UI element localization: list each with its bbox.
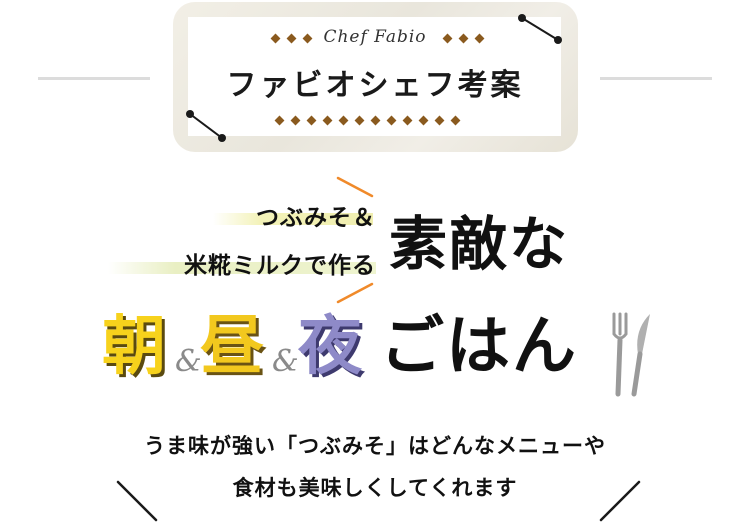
diamond-icon — [370, 115, 381, 125]
bottom-left-stroke — [116, 480, 158, 522]
bottom-right-stroke — [599, 480, 641, 522]
diamond-icon — [386, 115, 397, 125]
diamond-row-top-left — [270, 28, 313, 48]
diamond-icon — [474, 33, 485, 43]
ampersand-1: & — [175, 344, 202, 379]
headline-sub-line2: 米糀ミルクで作る — [184, 253, 376, 279]
diamond-icon — [274, 115, 285, 125]
highlight-marker-line2 — [108, 262, 376, 274]
headline-main: 素敵な — [389, 210, 570, 278]
diamond-icon — [322, 115, 333, 125]
chef-name: Chef Fabio — [323, 27, 427, 47]
diamond-icon — [442, 33, 453, 43]
diamond-icon — [434, 115, 445, 125]
highlight-marker-line1 — [213, 213, 373, 225]
diamond-row-bottom — [274, 110, 461, 130]
description-line1: うま味が強い「つぶみそ」はどんなメニューや — [144, 434, 606, 458]
right-divider-line — [600, 77, 712, 80]
diamond-icon — [338, 115, 349, 125]
meal-word-night: 夜 — [298, 310, 362, 384]
pin-decoration-bottom-left — [186, 110, 226, 142]
diamond-icon — [418, 115, 429, 125]
diamond-icon — [290, 115, 301, 125]
diamond-icon — [450, 115, 461, 125]
fork-knife-icon — [612, 312, 650, 397]
diamond-icon — [302, 33, 313, 43]
meal-word-morning: 朝 — [102, 310, 166, 384]
pin-decoration-top-right — [518, 14, 562, 44]
badge-title: ファビオシェフ考案 — [226, 68, 524, 103]
ampersand-2: & — [272, 344, 299, 379]
diamond-icon — [354, 115, 365, 125]
diamond-icon — [270, 33, 281, 43]
accent-strokes — [336, 176, 374, 304]
diamond-icon — [402, 115, 413, 125]
meal-word-noon: 昼 — [200, 310, 264, 384]
headline-gohan: ごはん — [380, 310, 578, 384]
diamond-icon — [306, 115, 317, 125]
description-line2: 食材も美味しくしてくれます — [232, 476, 518, 500]
diamond-icon — [458, 33, 469, 43]
diamond-icon — [286, 33, 297, 43]
diamond-row-top-right — [442, 28, 485, 48]
headline-sub-line1: つぶみそ＆ — [256, 205, 376, 231]
left-divider-line — [38, 77, 150, 80]
